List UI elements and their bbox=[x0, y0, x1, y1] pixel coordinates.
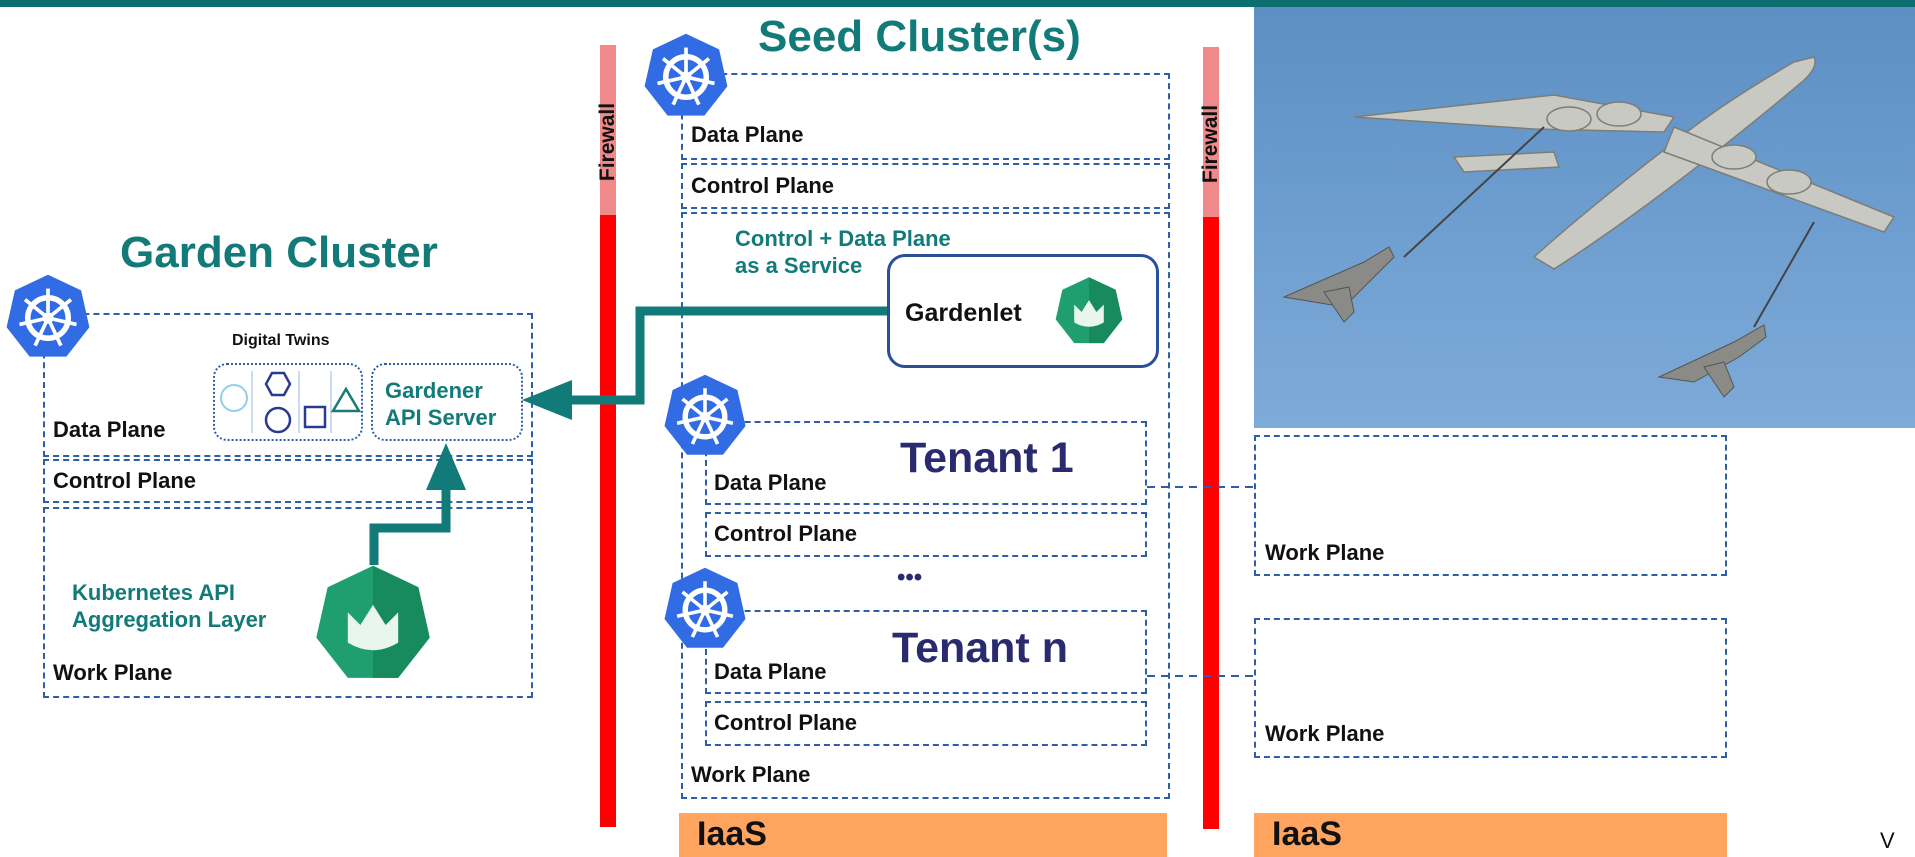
aggregation-arrowhead bbox=[426, 443, 466, 490]
seed-iaas-bar: IaaS bbox=[679, 813, 1167, 857]
circle-shape-icon bbox=[220, 384, 248, 412]
seed-data-plane-box bbox=[681, 73, 1170, 160]
seed-kubernetes-icon bbox=[640, 31, 732, 123]
aircraft-refueling-photo bbox=[1254, 7, 1915, 428]
tenantn-data-plane-label: Data Plane bbox=[714, 659, 827, 684]
tenant1-control-plane-label: Control Plane bbox=[714, 521, 858, 546]
garden-work-plane-label: Work Plane bbox=[53, 660, 173, 685]
gardenlet-gardener-logo-icon bbox=[1052, 275, 1126, 349]
triangle-shape-icon bbox=[330, 386, 361, 413]
seed-work-plane-label: Work Plane bbox=[691, 762, 811, 787]
aircraft-photo-drawing bbox=[1282, 56, 1896, 398]
right-iaas-bar: IaaS bbox=[1254, 813, 1727, 857]
tenantn-title: Tenant n bbox=[892, 624, 1068, 672]
corner-mark: V bbox=[1880, 828, 1895, 853]
garden-work-plane-box bbox=[43, 507, 533, 698]
aggregation-label-line2: Aggregation Layer bbox=[72, 607, 267, 632]
right-work-plane-label-1: Work Plane bbox=[1265, 540, 1385, 565]
digital-twins-shapes bbox=[220, 371, 361, 434]
digital-twins-label: Digital Twins bbox=[232, 332, 330, 349]
right-work-plane-box-2 bbox=[1254, 618, 1727, 758]
seed-control-plane-box bbox=[681, 163, 1170, 209]
digital-twins-box bbox=[213, 363, 363, 441]
tenant1-kubernetes-icon bbox=[660, 372, 750, 462]
tenantn-data-plane-box bbox=[705, 610, 1147, 694]
hexagon-shape-icon bbox=[264, 371, 292, 397]
gardenlet-to-api-arrow bbox=[562, 306, 887, 405]
firewall-right: Firewall bbox=[1199, 47, 1222, 829]
square-shape-icon bbox=[303, 405, 327, 429]
service-label-line2: as a Service bbox=[735, 253, 863, 278]
garden-kubernetes-icon bbox=[2, 272, 94, 364]
api-server-label-line2: API Server bbox=[385, 405, 497, 430]
top-banner bbox=[0, 0, 1915, 7]
right-iaas-label: IaaS bbox=[1272, 815, 1342, 853]
firewall-left: Firewall bbox=[596, 45, 619, 827]
gardenlet-arrowhead bbox=[522, 380, 572, 420]
tenant1-data-plane-label: Data Plane bbox=[714, 470, 827, 495]
seed-data-plane-label: Data Plane bbox=[691, 122, 804, 147]
tenant1-title: Tenant 1 bbox=[900, 434, 1074, 482]
right-work-plane-box-1 bbox=[1254, 435, 1727, 576]
right-work-plane-label-2: Work Plane bbox=[1265, 721, 1385, 746]
garden-cluster-title: Garden Cluster bbox=[120, 228, 438, 277]
tenantn-control-plane-label: Control Plane bbox=[714, 710, 858, 735]
tenant1-control-plane-box bbox=[705, 512, 1147, 557]
api-server-label-line1: Gardener bbox=[385, 378, 483, 403]
tenantn-control-plane-box bbox=[705, 701, 1147, 746]
aggregation-to-api-arrow bbox=[369, 485, 451, 565]
circle-dark-shape-icon bbox=[264, 406, 292, 434]
seed-control-plane-label: Control Plane bbox=[691, 173, 835, 198]
aggregation-gardener-logo-icon bbox=[310, 562, 436, 688]
tenant-ellipsis: ••• bbox=[897, 564, 923, 591]
garden-data-plane-box bbox=[43, 313, 533, 457]
aggregation-label-line1: Kubernetes API bbox=[72, 580, 236, 605]
seed-work-plane-box bbox=[681, 212, 1170, 799]
seed-iaas-label: IaaS bbox=[697, 815, 767, 853]
garden-control-plane-label: Control Plane bbox=[53, 468, 197, 493]
gardener-api-server-box: Gardener API Server bbox=[371, 363, 523, 441]
garden-data-plane-label: Data Plane bbox=[53, 417, 166, 442]
service-label-line1: Control + Data Plane bbox=[735, 226, 951, 251]
tenant1-data-plane-box bbox=[705, 421, 1147, 505]
tenantn-kubernetes-icon bbox=[660, 565, 750, 655]
seed-cluster-title: Seed Cluster(s) bbox=[758, 12, 1081, 61]
garden-control-plane-box bbox=[43, 459, 533, 503]
gardenlet-label: Gardenlet bbox=[905, 299, 1022, 327]
